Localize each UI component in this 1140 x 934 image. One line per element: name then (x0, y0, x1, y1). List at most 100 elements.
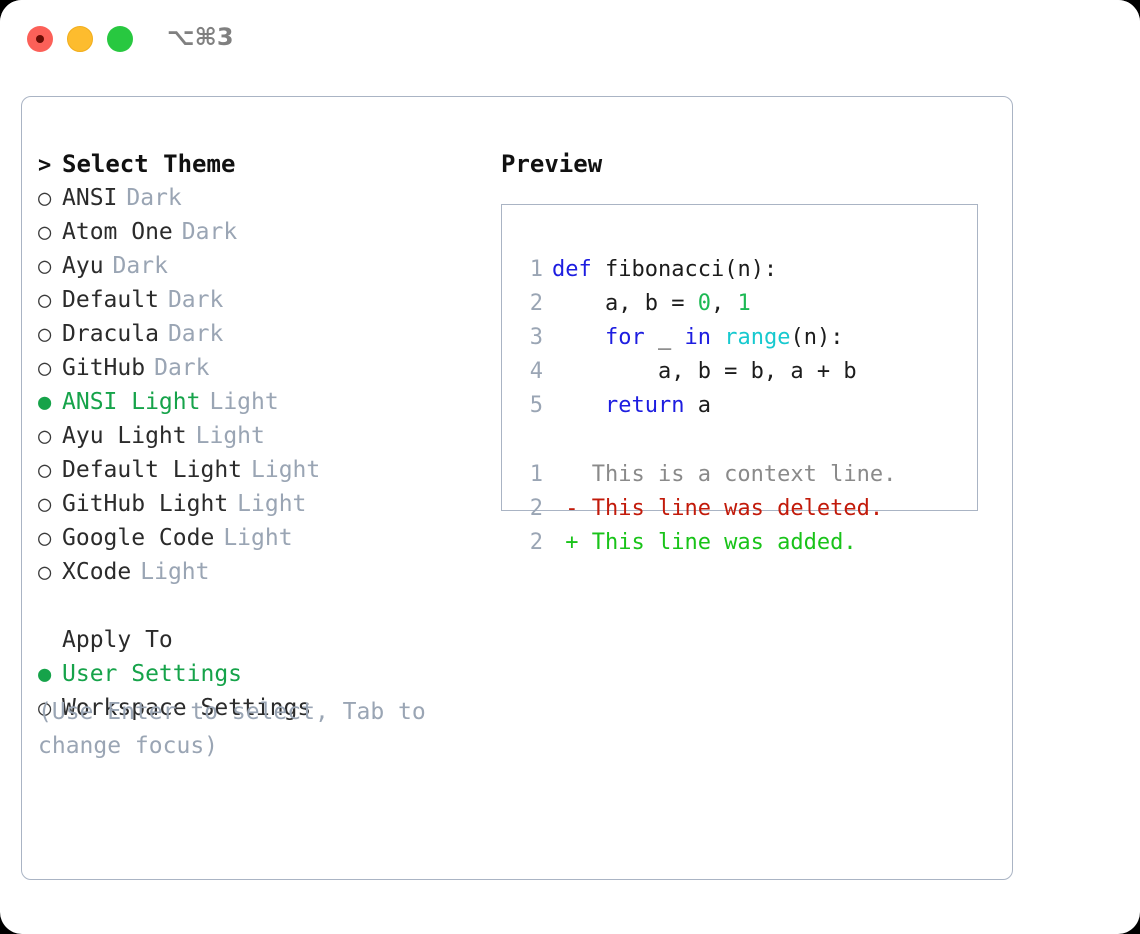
code-token: , (710, 291, 738, 316)
radio-unselected-icon: ○ (38, 458, 52, 483)
line-number: 2 (529, 496, 543, 521)
line-number: 1 (529, 462, 543, 487)
code-token: 0 (697, 291, 711, 316)
theme-variant-label: Dark (181, 219, 238, 245)
line-number: 2 (529, 291, 543, 316)
code-token: a (684, 393, 711, 418)
apply-to-item[interactable]: ○ Workspace Settings (38, 691, 488, 725)
diff-line-text: - This line was deleted. (552, 496, 884, 521)
code-token: _ (644, 325, 685, 350)
diff-line: 1 This is a context line. (517, 458, 967, 492)
code-token: return (604, 393, 685, 418)
code-line: 5 return a (517, 389, 967, 423)
code-line: 2 a, b = 0, 1 (517, 287, 967, 321)
code-token: in (684, 325, 711, 350)
preview-title: Preview (501, 150, 603, 178)
radio-unselected-icon: ○ (38, 424, 52, 449)
theme-name: Dracula (62, 321, 159, 347)
radio-unselected-icon: ○ (38, 288, 52, 313)
code-line: 3 for _ in range(n): (517, 321, 967, 355)
section-spacer (38, 589, 488, 623)
theme-variant-label: Light (237, 491, 307, 517)
apply-to-title: Apply To (62, 627, 173, 653)
code-token (552, 393, 605, 418)
theme-name: GitHub Light (62, 491, 229, 517)
apply-to-item[interactable]: ● User Settings (38, 657, 488, 691)
theme-variant-label: Light (223, 525, 293, 551)
line-number: 4 (529, 359, 543, 384)
theme-variant-label: Light (251, 457, 321, 483)
apply-to-label: User Settings (62, 661, 243, 687)
keyboard-shortcut-label: ⌥⌘3 (167, 23, 234, 51)
code-token: a, b = (552, 291, 698, 316)
theme-variant-label: Dark (167, 321, 224, 347)
radio-unselected-icon: ○ (38, 322, 52, 347)
code-token: 1 (737, 291, 751, 316)
line-number: 1 (529, 257, 543, 282)
keyboard-hint-text: (Use Enter to select, Tab to change focu… (38, 699, 426, 759)
theme-name: Default Light (62, 457, 243, 483)
maximize-window-button[interactable] (107, 26, 133, 52)
line-number: 3 (529, 325, 543, 350)
theme-list-item[interactable]: ● ANSI Light Light (38, 385, 488, 419)
theme-name: GitHub (62, 355, 146, 381)
radio-unselected-icon: ○ (38, 254, 52, 279)
theme-variant-label: Dark (112, 253, 168, 279)
code-token: fibonacci(n): (591, 257, 778, 282)
diff-line: 2 - This line was deleted. (517, 492, 967, 526)
diff-line: 2 + This line was added. (517, 526, 967, 560)
radio-unselected-icon: ○ (38, 492, 52, 517)
theme-name: XCode (62, 559, 132, 585)
theme-list-item[interactable]: ○ GitHub Light Light (38, 487, 488, 521)
apply-to-list: ● User Settings ○ Workspace Settings (38, 657, 488, 725)
theme-list-item[interactable]: ○ Default Light Light (38, 453, 488, 487)
code-line: 4 a, b = b, a + b (517, 355, 967, 389)
minimize-window-button[interactable] (67, 26, 93, 52)
theme-name: ANSI Light (62, 389, 201, 415)
caret-icon: > (38, 153, 52, 178)
apply-to-label: Workspace Settings (62, 695, 312, 721)
code-line: 1 def fibonacci(n): (517, 253, 967, 287)
radio-selected-icon: ● (38, 662, 52, 687)
code-token (552, 325, 605, 350)
radio-selected-icon: ● (38, 390, 52, 415)
line-number: 5 (529, 393, 543, 418)
close-icon (36, 35, 44, 43)
line-number: 2 (529, 530, 543, 555)
code-token: range (724, 325, 791, 350)
radio-unselected-icon: ○ (38, 696, 52, 721)
radio-unselected-icon: ○ (38, 560, 52, 585)
theme-name: ANSI (62, 185, 118, 211)
theme-variant-label: Dark (167, 287, 224, 313)
code-token: (n): (790, 325, 844, 350)
diff-line-text: This is a context line. (552, 462, 897, 487)
theme-list-item[interactable]: ○ Dracula Dark (38, 317, 488, 351)
select-theme-header: > Select Theme (38, 147, 488, 181)
theme-name: Ayu Light (62, 423, 187, 449)
theme-variant-label: Light (209, 389, 279, 415)
code-token (711, 325, 724, 350)
code-token: a, b = b, a + b (552, 359, 857, 384)
radio-unselected-icon: ○ (38, 526, 52, 551)
theme-name: Atom One (62, 219, 173, 245)
title-bar: ⌥⌘3 (0, 0, 1140, 77)
code-token: for (604, 325, 645, 350)
code-token: def (552, 257, 592, 282)
diff-sample: 1 This is a context line.2 - This line w… (517, 458, 967, 560)
theme-variant-label: Dark (154, 355, 210, 381)
close-window-button[interactable] (27, 26, 53, 52)
select-theme-title: Select Theme (62, 150, 236, 178)
